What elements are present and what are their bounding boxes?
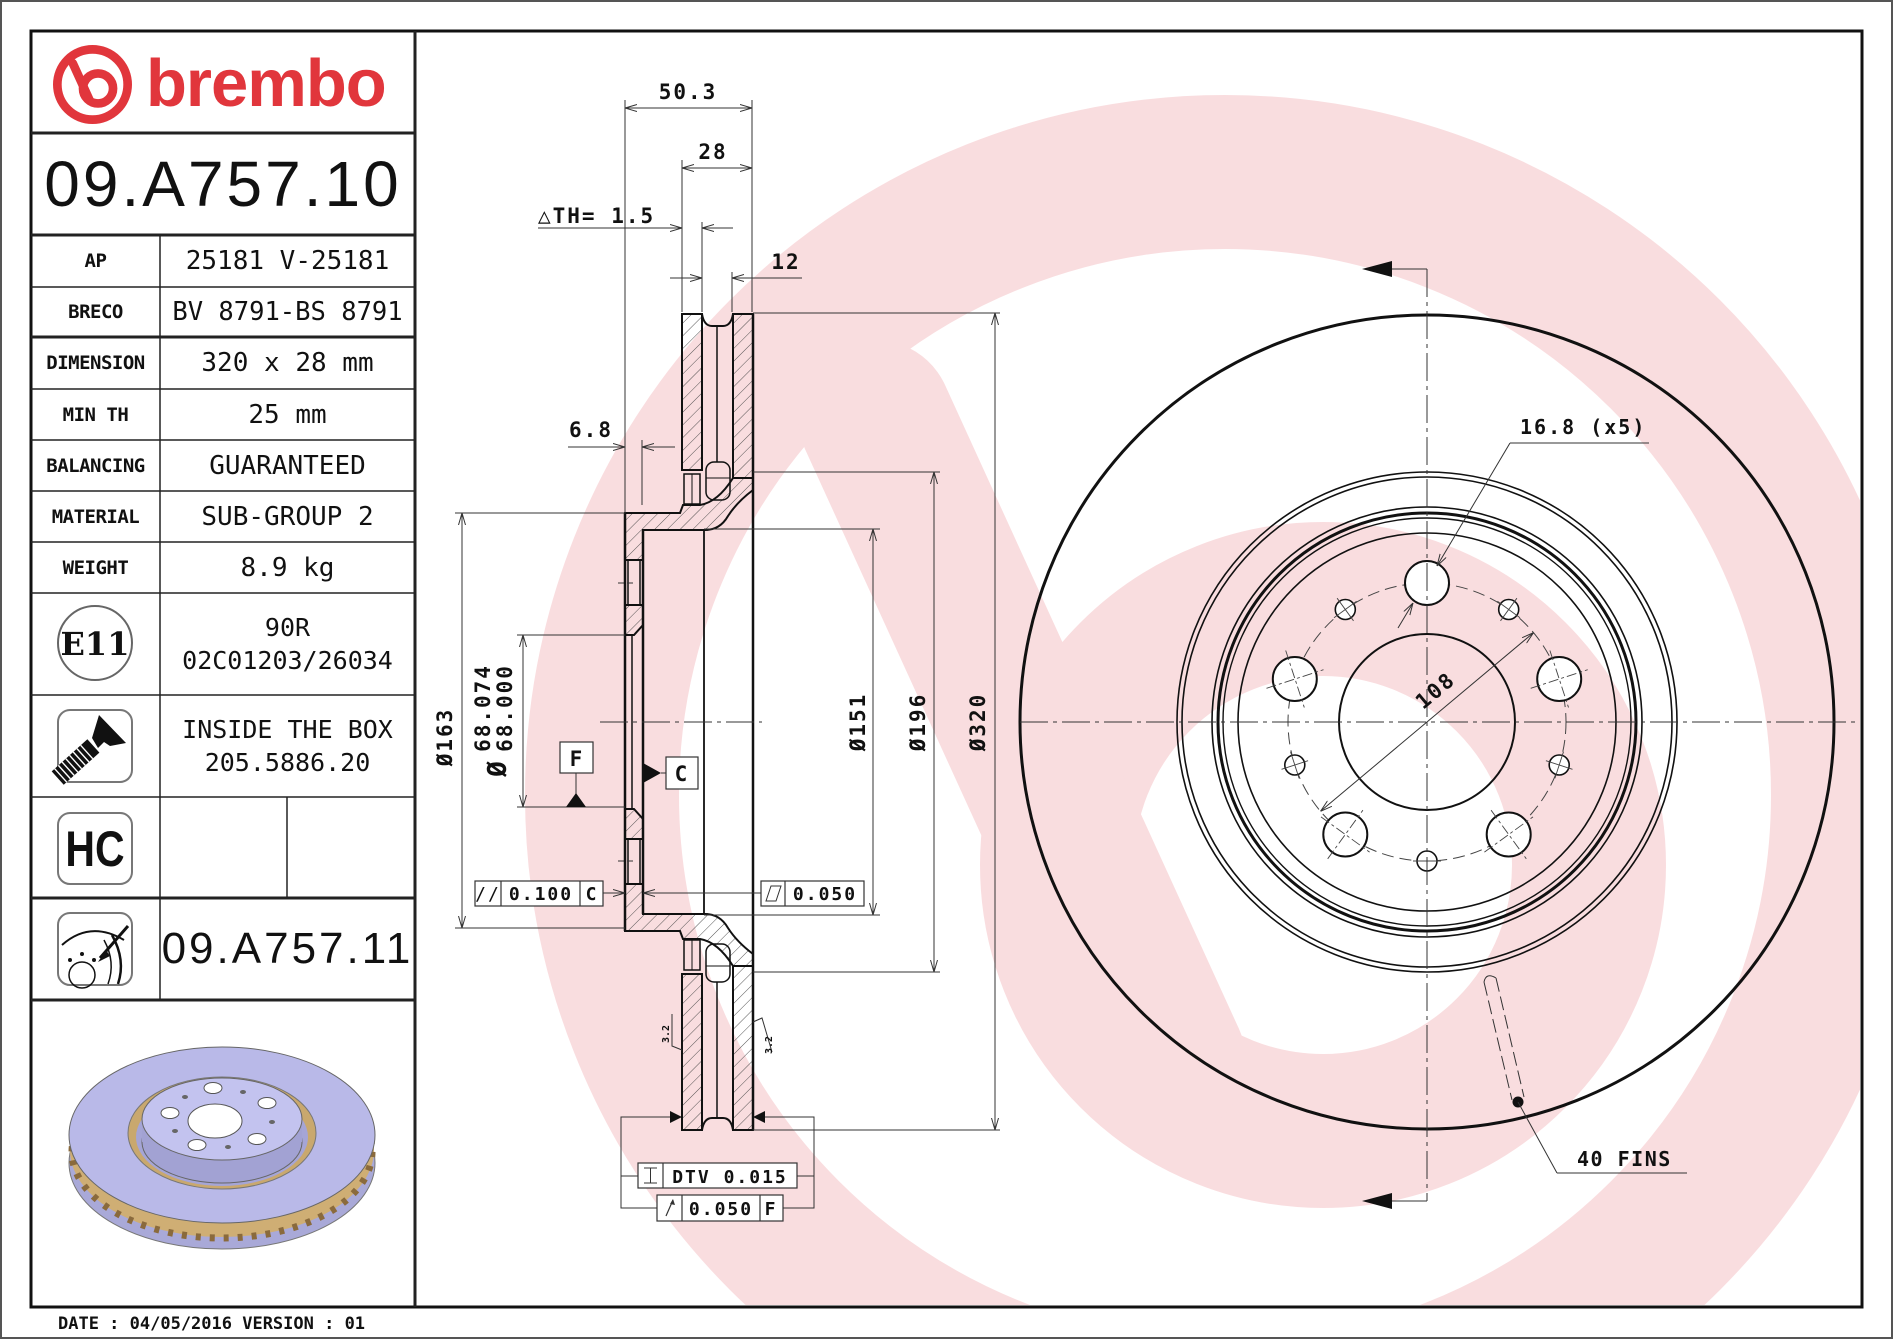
parallelism-tolerance-frame: // 0.100 C xyxy=(474,880,625,907)
svg-text:F: F xyxy=(570,747,585,771)
svg-text:F: F xyxy=(765,1199,778,1220)
spec-label-breco: BRECO xyxy=(68,301,123,323)
spec-value-cell: SUB-GROUP 2 xyxy=(160,491,415,542)
approval-number: 02C01203/26034 xyxy=(182,646,393,675)
roughness-right: 3.2 xyxy=(764,1036,775,1054)
svg-text:0.050: 0.050 xyxy=(689,1199,753,1220)
dim-friction-inner-diameter: Ø196 xyxy=(906,693,930,753)
spec-label-ap: AP xyxy=(84,250,107,272)
spec-label-cell: BALANCING xyxy=(31,440,160,491)
spec-label-cell: WEIGHT xyxy=(31,542,160,593)
runout-arrow-icon xyxy=(665,1199,675,1217)
spec-label-cell: MATERIAL xyxy=(31,491,160,542)
parallelism-symbol: // xyxy=(475,884,501,905)
spec-label-cell: MIN TH xyxy=(31,389,160,440)
spec-label-cell: BRECO xyxy=(31,287,160,337)
spec-label-cell: AP xyxy=(31,235,160,287)
spec-value-cell: BV 8791-BS 8791 xyxy=(160,287,415,337)
spec-label-balancing: BALANCING xyxy=(46,454,145,477)
brake-disc-3d-render xyxy=(68,1046,376,1250)
part-number: 09.A757.10 xyxy=(44,148,402,220)
part-number-cell: 09.A757.10 xyxy=(31,133,415,235)
spec-value-dimension: 320 x 28 mm xyxy=(201,348,374,378)
spec-value-breco: BV 8791-BS 8791 xyxy=(172,297,403,327)
coating-value-cell-a xyxy=(160,797,287,898)
drawing-frame xyxy=(29,29,1864,1309)
approval-cell: 90R 02C01203/26034 xyxy=(160,593,415,695)
dtv-tolerance-frame: DTV 0.015 xyxy=(637,1162,798,1189)
spec-value-ap: 25181 V-25181 xyxy=(185,246,390,276)
dim-hat-face: 6.8 xyxy=(569,418,613,442)
spec-value-cell: 320 x 28 mm xyxy=(160,337,415,389)
dtv-runout-bracket xyxy=(620,1116,815,1209)
svg-text:E11: E11 xyxy=(61,625,130,663)
svg-text:C: C xyxy=(675,762,690,786)
dim-bore-diameter-symbol: Ø xyxy=(483,759,513,778)
alternate-part-number: 09.A757.11 xyxy=(161,924,414,973)
flatness-tolerance-frame: 0.050 xyxy=(643,880,865,907)
svg-text:HC: HC xyxy=(65,821,124,877)
i-beam-icon xyxy=(644,1167,657,1184)
datum-f: F xyxy=(559,741,594,807)
spec-value-material: SUB-GROUP 2 xyxy=(201,501,374,532)
svg-text:0.050: 0.050 xyxy=(793,884,857,905)
dim-outer-diameter: Ø320 xyxy=(966,693,990,753)
brand-name: brembo xyxy=(146,46,387,121)
dim-bolt-holes: 16.8 (x5) xyxy=(1520,415,1646,439)
dim-bore-max: 68.074 xyxy=(471,664,495,752)
coating-value-cell-b xyxy=(287,797,415,898)
spec-value-cell: 8.9 kg xyxy=(160,542,415,593)
spec-value-cell: GUARANTEED xyxy=(160,440,415,491)
hardware-cell: INSIDE THE BOX 205.5886.20 xyxy=(160,695,415,797)
hc-coating-icon: HC xyxy=(57,812,133,885)
hardware-kit-number: 205.5886.20 xyxy=(204,748,371,777)
spec-value-cell: 25181 V-25181 xyxy=(160,235,415,287)
dim-cheek: 12 xyxy=(771,250,800,274)
runout-tolerance-frame: 0.050 F xyxy=(656,1194,784,1222)
spec-value-min-th: 25 mm xyxy=(248,399,327,430)
spec-label-material: MATERIAL xyxy=(51,505,140,528)
date-version-footer: DATE : 04/05/2016 VERSION : 01 xyxy=(58,1314,366,1334)
fins-label: 40 FINS xyxy=(1577,1147,1672,1171)
screw-icon xyxy=(51,709,133,785)
spec-label-min-th: MIN TH xyxy=(62,403,129,426)
section-view: 50.3 28 △TH= 1.5 12 6.8 Ø163 68.074 68.0… xyxy=(433,80,1000,1222)
machined-disc-icon xyxy=(57,912,133,989)
spec-label-weight: WEIGHT xyxy=(62,556,129,579)
dim-inner-hat-diameter: Ø151 xyxy=(846,693,870,753)
flatness-icon xyxy=(765,885,782,902)
surface-roughness-marks xyxy=(671,1014,773,1053)
dim-overall-height: 50.3 xyxy=(659,80,718,104)
section-arrow-top xyxy=(1362,261,1427,277)
svg-text:DTV 0.015: DTV 0.015 xyxy=(672,1167,788,1188)
dim-bore-min: 68.000 xyxy=(493,664,517,752)
svg-text:C: C xyxy=(586,884,599,905)
dim-delta-th: △TH= 1.5 xyxy=(538,204,655,228)
dim-hat-diameter: Ø163 xyxy=(433,708,457,768)
spec-value-weight: 8.9 kg xyxy=(240,552,335,583)
spec-value-balancing: GUARANTEED xyxy=(209,450,366,481)
spec-label-cell: DIMENSION xyxy=(31,337,160,389)
e11-approval-icon: E11 xyxy=(57,605,133,681)
svg-text:0.100: 0.100 xyxy=(509,884,573,905)
hardware-note: INSIDE THE BOX xyxy=(182,715,393,744)
alternate-part-cell: 09.A757.11 xyxy=(160,898,415,1000)
roughness-left: 3.2 xyxy=(661,1025,672,1043)
datum-c: C xyxy=(643,756,699,790)
dim-thickness: 28 xyxy=(698,140,727,164)
spec-value-cell: 25 mm xyxy=(160,389,415,440)
spec-label-dimension: DIMENSION xyxy=(46,352,145,374)
front-view: 108 16.8 (x5) 40 FINS xyxy=(1018,261,1855,1209)
brembo-logo-icon xyxy=(57,49,127,119)
section-arrow-bottom xyxy=(1362,1193,1427,1209)
hole-centerlines xyxy=(1266,650,1588,860)
approval-regulation: 90R xyxy=(264,613,311,642)
spec-table-grid xyxy=(31,31,417,1307)
